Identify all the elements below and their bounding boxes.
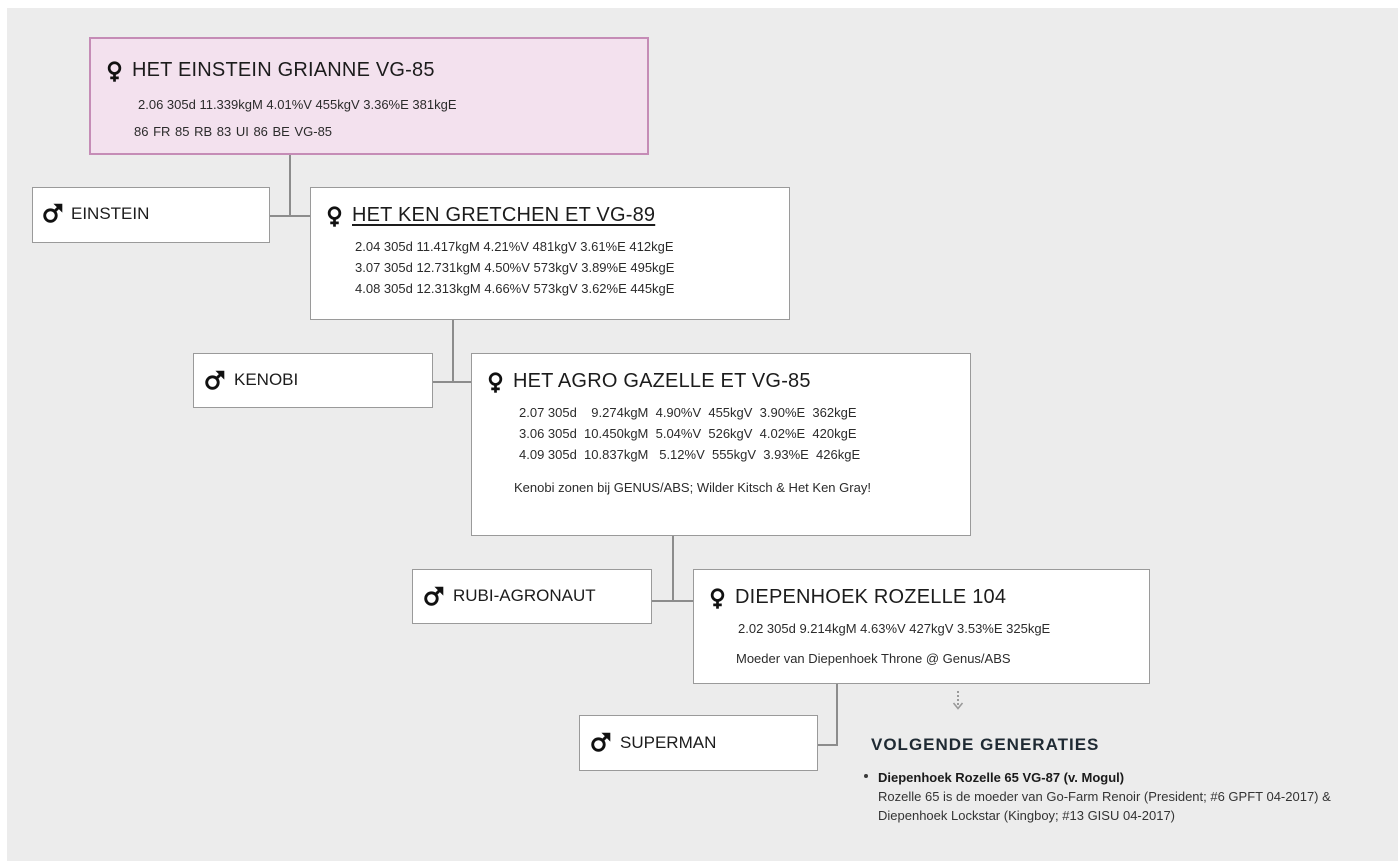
female-icon bbox=[709, 587, 726, 610]
cow-name-link[interactable]: HET KEN GRETCHEN ET VG-89 bbox=[352, 204, 655, 227]
female-icon bbox=[487, 371, 504, 394]
bull-card-einstein[interactable]: EINSTEIN bbox=[32, 187, 270, 243]
bull-name: RUBI-AGRONAUT bbox=[453, 586, 596, 605]
connector-line bbox=[652, 600, 694, 602]
production-row: 4.09 305d 10.837kgM 5.12%V 555kgV 3.93%E… bbox=[519, 447, 861, 462]
cow-note: Moeder van Diepenhoek Throne @ Genus/ABS bbox=[736, 651, 1011, 666]
next-generations-list: Diepenhoek Rozelle 65 VG-87 (v. Mogul) R… bbox=[864, 768, 1364, 825]
list-item: Diepenhoek Rozelle 65 VG-87 (v. Mogul) R… bbox=[864, 768, 1364, 825]
cow-name: HET EINSTEIN GRIANNE VG-85 bbox=[132, 59, 435, 81]
connector-line bbox=[836, 683, 838, 746]
type-scores: 86 FR 85 RB 83 UI 86 BE VG-85 bbox=[134, 124, 333, 139]
cow-card-grianne[interactable]: HET EINSTEIN GRIANNE VG-85 2.06 305d 11.… bbox=[89, 37, 649, 155]
connector-line bbox=[672, 535, 674, 602]
production-row: 2.04 305d 11.417kgM 4.21%V 481kgV 3.61%E… bbox=[355, 239, 674, 254]
production-row: 2.07 305d 9.274kgM 4.90%V 455kgV 3.90%E … bbox=[519, 405, 857, 420]
bull-card-rubi-agronaut[interactable]: RUBI-AGRONAUT bbox=[412, 569, 652, 624]
male-icon bbox=[42, 202, 64, 224]
cow-name: HET AGRO GAZELLE ET VG-85 bbox=[513, 370, 811, 392]
bull-name: SUPERMAN bbox=[620, 733, 717, 752]
bullet-icon bbox=[864, 774, 868, 778]
bull-name: EINSTEIN bbox=[71, 204, 150, 223]
production-row: 4.08 305d 12.313kgM 4.66%V 573kgV 3.62%E… bbox=[355, 281, 675, 296]
cow-name: DIEPENHOEK ROZELLE 104 bbox=[735, 586, 1007, 608]
production-row: 2.02 305d 9.214kgM 4.63%V 427kgV 3.53%E … bbox=[738, 621, 1051, 636]
male-icon bbox=[204, 369, 226, 391]
connector-line bbox=[269, 215, 311, 217]
production-row: 3.07 305d 12.731kgM 4.50%V 573kgV 3.89%E… bbox=[355, 260, 675, 275]
section-heading: VOLGENDE GENERATIES bbox=[871, 735, 1100, 754]
cow-note: Kenobi zonen bij GENUS/ABS; Wilder Kitsc… bbox=[514, 480, 871, 495]
bull-name: KENOBI bbox=[234, 370, 299, 389]
dotted-down-arrow-icon bbox=[952, 691, 964, 710]
cow-card-gretchen[interactable]: HET KEN GRETCHEN ET VG-89 2.04 305d 11.4… bbox=[310, 187, 790, 320]
connector-line bbox=[289, 154, 291, 216]
cow-link[interactable]: HET KEN GRETCHEN ET VG-89 bbox=[352, 204, 656, 226]
list-item-title: Diepenhoek Rozelle 65 VG-87 (v. Mogul) bbox=[878, 770, 1125, 785]
pedigree-canvas: HET EINSTEIN GRIANNE VG-85 2.06 305d 11.… bbox=[7, 8, 1398, 861]
male-icon bbox=[423, 585, 445, 607]
male-icon bbox=[590, 731, 612, 753]
production-row: 3.06 305d 10.450kgM 5.04%V 526kgV 4.02%E… bbox=[519, 426, 857, 441]
connector-line bbox=[432, 381, 472, 383]
connector-line bbox=[452, 319, 454, 383]
bull-card-superman[interactable]: SUPERMAN bbox=[579, 715, 818, 771]
cow-card-rozelle-104[interactable]: DIEPENHOEK ROZELLE 104 2.02 305d 9.214kg… bbox=[693, 569, 1150, 684]
list-item-description: Rozelle 65 is de moeder van Go-Farm Reno… bbox=[878, 789, 1331, 823]
female-icon bbox=[106, 60, 123, 83]
female-icon bbox=[326, 205, 343, 228]
production-row: 2.06 305d 11.339kgM 4.01%V 455kgV 3.36%E… bbox=[138, 97, 457, 112]
cow-card-gazelle[interactable]: HET AGRO GAZELLE ET VG-85 2.07 305d 9.27… bbox=[471, 353, 971, 536]
connector-line bbox=[817, 744, 838, 746]
bull-card-kenobi[interactable]: KENOBI bbox=[193, 353, 433, 408]
